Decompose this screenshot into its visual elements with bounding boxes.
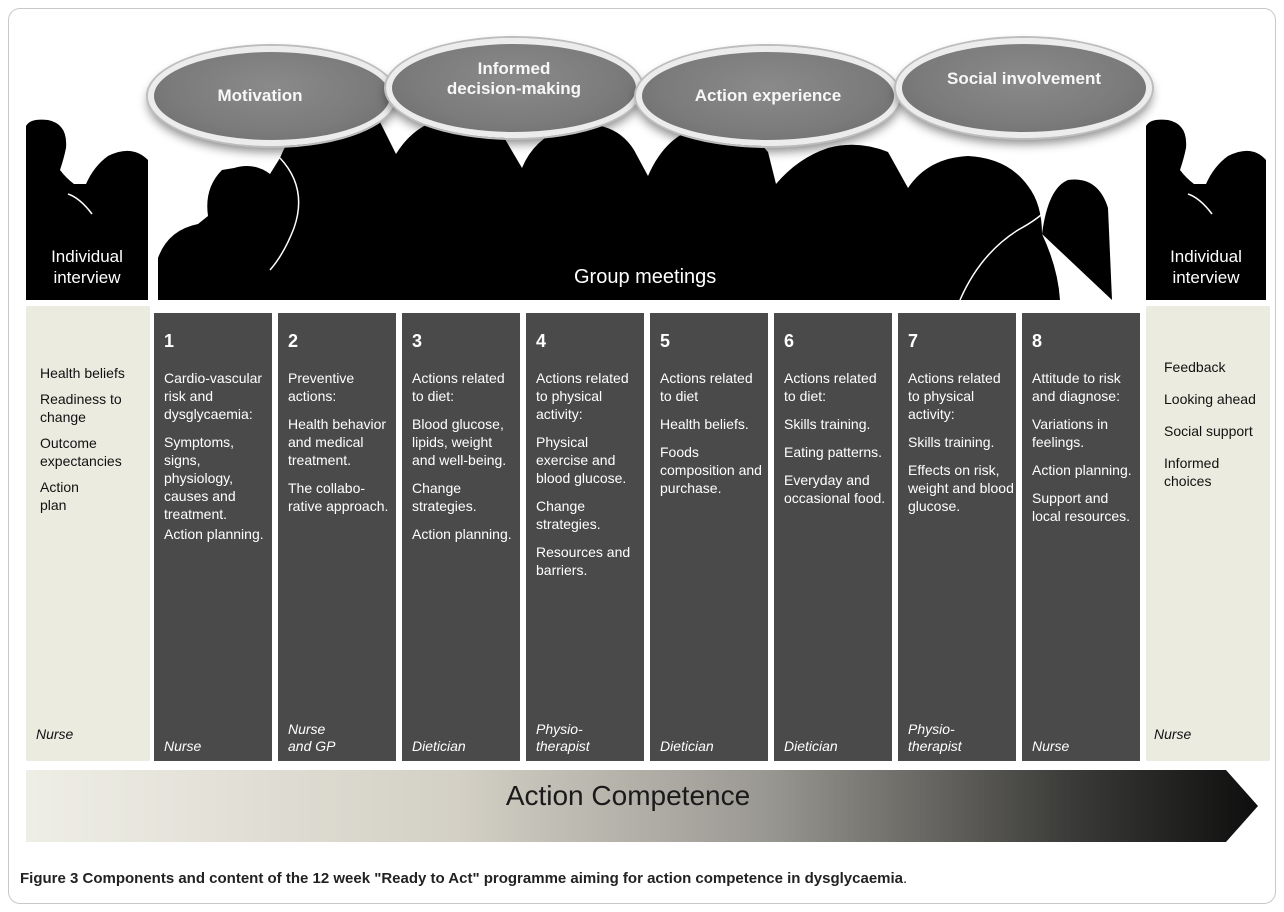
people-silhouettes — [26, 111, 1266, 301]
action-competence-arrow — [26, 770, 1258, 842]
list-item: Social support — [1164, 423, 1253, 439]
list-item: Effects on risk, weight and blood glucos… — [908, 462, 1014, 514]
session-column-7: 7 Actions related to physical activity: … — [898, 313, 1016, 761]
caption-title: Figure 3 Components and content of the 1… — [20, 870, 904, 887]
right-interview-role: Nurse — [1154, 726, 1192, 742]
list-item: Symptoms, signs, physiology, causes and … — [164, 434, 236, 522]
session-column-6: 6 Actions related to diet: Skills traini… — [774, 313, 892, 761]
theme-ellipse-motivation: Motivation — [148, 46, 396, 146]
session-role: Physio- therapist — [536, 721, 590, 754]
theme-label: Informed decision-making — [446, 59, 582, 98]
session-number: 4 — [536, 331, 547, 351]
list-item: Health behavior and medical treatment. — [288, 416, 387, 468]
session-column-1: 1 Cardio-vascular risk and dysglycaemia:… — [154, 313, 272, 761]
session-number: 8 — [1032, 331, 1043, 351]
session-column-8: 8 Attitude to risk and diagnose: Variati… — [1022, 313, 1140, 761]
list-item: Actions related to diet — [660, 370, 753, 404]
session-column-2: 2 Preventive actions: Health behavior an… — [278, 313, 396, 761]
session-content: Actions related to physical activity: Ph… — [536, 369, 642, 589]
session-number: 6 — [784, 331, 795, 351]
session-column-5: 5 Actions related to diet Health beliefs… — [650, 313, 768, 761]
theme-ellipse-social-involvement: Social involvement — [896, 38, 1152, 138]
session-content: Actions related to diet: Blood glucose, … — [412, 369, 518, 553]
left-interview-panel: Health beliefs Readiness to change Outco… — [26, 306, 150, 761]
list-item: Attitude to risk and diagnose: — [1032, 370, 1121, 404]
list-item: The collabo-rative approach. — [288, 480, 389, 514]
session-role: Nurse — [1032, 738, 1070, 754]
session-column-3: 3 Actions related to diet: Blood glucose… — [402, 313, 520, 761]
list-item: Actions related to diet: — [784, 370, 877, 404]
list-item: Preventive actions: — [288, 370, 355, 404]
list-item: Action planning. — [164, 526, 264, 542]
session-number: 5 — [660, 331, 671, 351]
theme-label: Social involvement — [947, 69, 1101, 88]
list-item: Variations in feelings. — [1032, 416, 1109, 450]
list-item: Feedback — [1164, 359, 1226, 375]
left-interview-items: Health beliefs Readiness to change Outco… — [40, 364, 148, 522]
action-competence-label: Action Competence — [505, 780, 751, 811]
list-item: Change strategies. — [412, 480, 477, 514]
list-item: Physical exercise and blood glucose. — [536, 434, 627, 486]
session-role: Physio- therapist — [908, 721, 962, 754]
list-item: Action plan — [40, 479, 79, 513]
session-content: Actions related to diet Health beliefs. … — [660, 369, 766, 507]
session-content: Actions related to physical activity: Sk… — [908, 369, 1014, 525]
figure-stage: Motivation Informed decision-making Acti… — [8, 8, 1274, 902]
individual-interview-right-label: Individual interview — [1170, 247, 1242, 287]
session-role: Dietician — [412, 738, 466, 754]
list-item: Resources and barriers. — [536, 544, 631, 578]
list-item: Action planning. — [412, 526, 512, 542]
list-item: Foods composition and purchase. — [660, 444, 762, 496]
list-item: Actions related to physical activity: — [908, 370, 1001, 422]
list-item: Everyday and occasional food. — [784, 472, 886, 506]
session-number: 2 — [288, 331, 299, 351]
list-item: Health beliefs — [40, 365, 125, 381]
caption-tail: . — [903, 870, 908, 887]
theme-ellipse-action-experience: Action experience — [636, 46, 900, 146]
figure-caption: Figure 3 Components and content of the 1… — [20, 870, 907, 887]
session-role: Dietician — [660, 738, 714, 754]
theme-label: Motivation — [217, 86, 303, 105]
session-number: 1 — [164, 331, 175, 351]
right-interview-items: Feedback Looking ahead Social support In… — [1164, 358, 1268, 498]
list-item: Readiness to change — [40, 391, 122, 425]
list-item: Actions related to diet: — [412, 370, 505, 404]
session-role: Dietician — [784, 738, 838, 754]
list-item: Change strategies. — [536, 498, 601, 532]
list-item: Outcome expectancies — [40, 435, 122, 469]
list-item: Action planning. — [1032, 462, 1132, 478]
list-item: Blood glucose, lipids, weight and well-b… — [412, 416, 507, 468]
session-number: 7 — [908, 331, 919, 351]
list-item: Actions related to physical activity: — [536, 370, 629, 422]
list-item: Informed choices — [1164, 455, 1220, 489]
group-meetings-label: Group meetings — [574, 266, 717, 288]
session-content: Actions related to diet: Skills training… — [784, 369, 890, 517]
list-item: Looking ahead — [1164, 391, 1256, 407]
session-content: Cardio-vascular risk and dysglycaemia: S… — [164, 369, 270, 553]
list-item: Eating patterns. — [784, 444, 883, 460]
session-content: Preventive actions: Health behavior and … — [288, 369, 394, 525]
list-item: Cardio-vascular risk and dysglycaemia: — [164, 370, 263, 422]
right-interview-panel: Feedback Looking ahead Social support In… — [1146, 306, 1270, 761]
session-role: Nurse and GP — [288, 721, 336, 754]
list-item: Support and local resources. — [1032, 490, 1131, 524]
theme-ellipse-informed-decision: Informed decision-making — [386, 38, 642, 138]
list-item: Skills training. — [784, 416, 871, 432]
individual-interview-left-label: Individual interview — [51, 247, 123, 287]
theme-label: Action experience — [694, 86, 842, 105]
left-interview-role: Nurse — [36, 726, 74, 742]
session-content: Attitude to risk and diagnose: Variation… — [1032, 369, 1138, 535]
session-number: 3 — [412, 331, 423, 351]
session-column-4: 4 Actions related to physical activity: … — [526, 313, 644, 761]
list-item: Health beliefs. — [660, 416, 749, 432]
session-role: Nurse — [164, 738, 202, 754]
list-item: Skills training. — [908, 434, 995, 450]
